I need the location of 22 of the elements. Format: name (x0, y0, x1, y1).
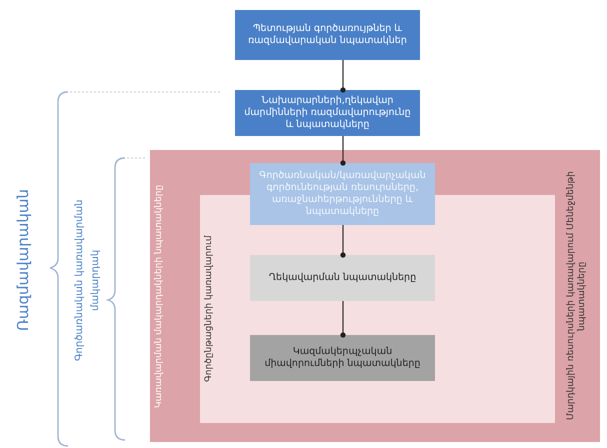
process-box (235, 10, 420, 60)
connector (340, 301, 346, 338)
process-box (250, 255, 435, 301)
group-panel (200, 195, 555, 423)
connector (340, 60, 346, 93)
bracket-label: Ռազմավարական (14, 188, 32, 333)
connector (340, 136, 346, 166)
vertical-label: Գործընթացների կառավարում (204, 234, 215, 384)
box-label: Կազմակերպչական միավորումների նպատակները (264, 346, 422, 370)
vertical-label: Մարդկային ռեսուրսների կառավարում Մենեջմենթի նպատակները (566, 170, 588, 422)
process-box (250, 335, 435, 381)
connector (340, 225, 346, 258)
bracket-label: մակարդակ (90, 248, 101, 313)
box-label: Գործառնական/կառավարչական գործունեության ռեսուրսները, առաջնահերթությունները և նպատակները (258, 170, 427, 218)
process-box (250, 163, 435, 225)
bracket-label: Գործառնական կառավարման (74, 198, 85, 363)
box-label: Նախարարների,ղեկավար մարմինների ռազմավարությունը և նպատակները (243, 95, 412, 131)
box-label: Պետության գործառույթներ և ռազմավարական նպատակներ (247, 23, 408, 47)
process-box (235, 90, 420, 136)
vertical-label: Կառավարման մակարդակների նպատակները (154, 183, 165, 410)
box-label: Ղեկավարման նպատակները (268, 272, 416, 284)
group-panel (150, 150, 600, 442)
